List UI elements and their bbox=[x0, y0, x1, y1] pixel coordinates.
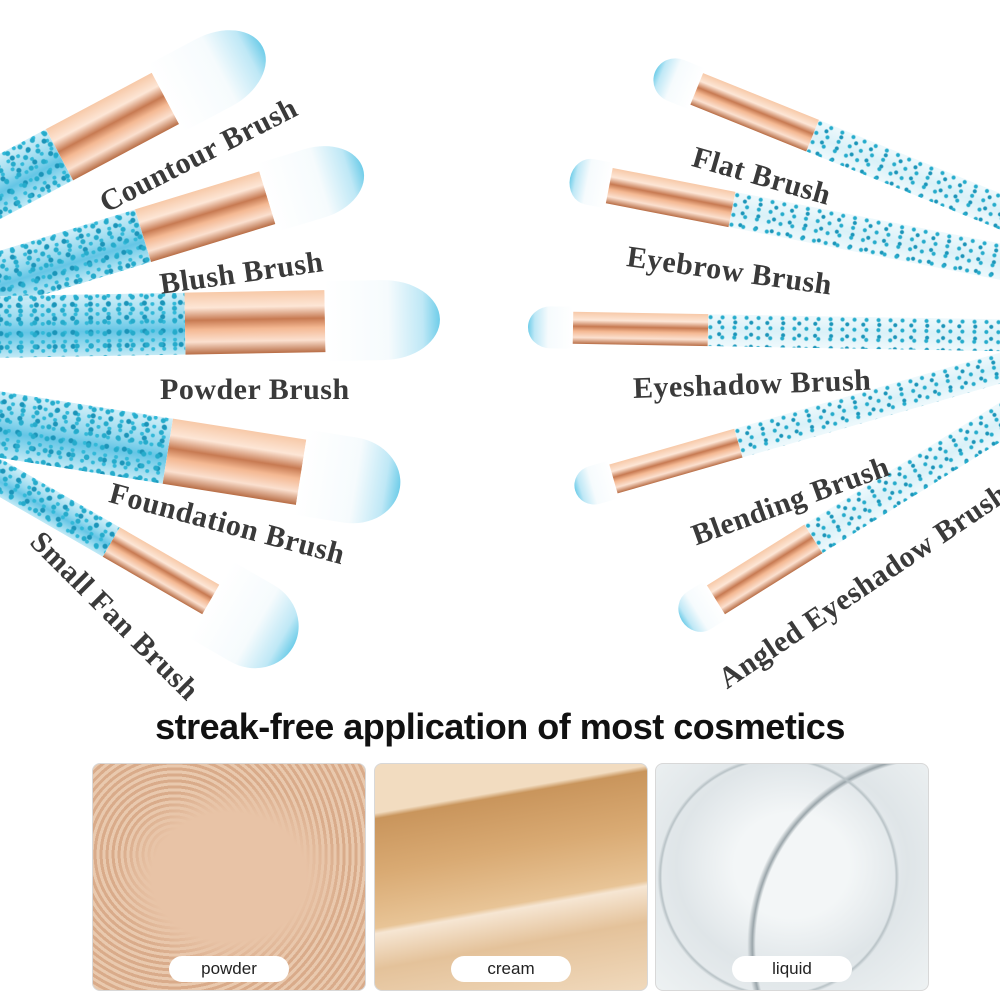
texture-caption-cream: cream bbox=[451, 956, 571, 982]
headline: streak-free application of most cosmetic… bbox=[155, 706, 845, 747]
texture-caption-powder: powder bbox=[169, 956, 289, 982]
brush-bristles bbox=[294, 429, 407, 531]
texture-tile-powder: powder bbox=[92, 763, 366, 991]
brush-handle bbox=[0, 390, 173, 484]
brush-ferrule bbox=[184, 290, 326, 355]
brush-bristles bbox=[527, 306, 574, 349]
brush-handle bbox=[0, 292, 186, 358]
brush-handle bbox=[707, 314, 1000, 352]
brush-eyeshadow bbox=[527, 306, 1000, 352]
brush-ferrule bbox=[572, 311, 709, 347]
brush-label-powder: Powder Brush bbox=[160, 373, 350, 406]
brush-powder bbox=[0, 278, 441, 362]
brush-ferrule bbox=[690, 73, 819, 152]
texture-tile-cream: cream bbox=[374, 763, 648, 991]
brush-ferrule bbox=[162, 418, 307, 505]
brush-label-eyebrow: Eyebrow Brush bbox=[624, 240, 835, 302]
brush-bristles bbox=[324, 278, 441, 362]
brush-ferrule bbox=[609, 428, 743, 494]
texture-tile-liquid: liquid bbox=[655, 763, 929, 991]
texture-caption-liquid: liquid bbox=[732, 956, 852, 982]
brush-bristles bbox=[256, 134, 374, 232]
